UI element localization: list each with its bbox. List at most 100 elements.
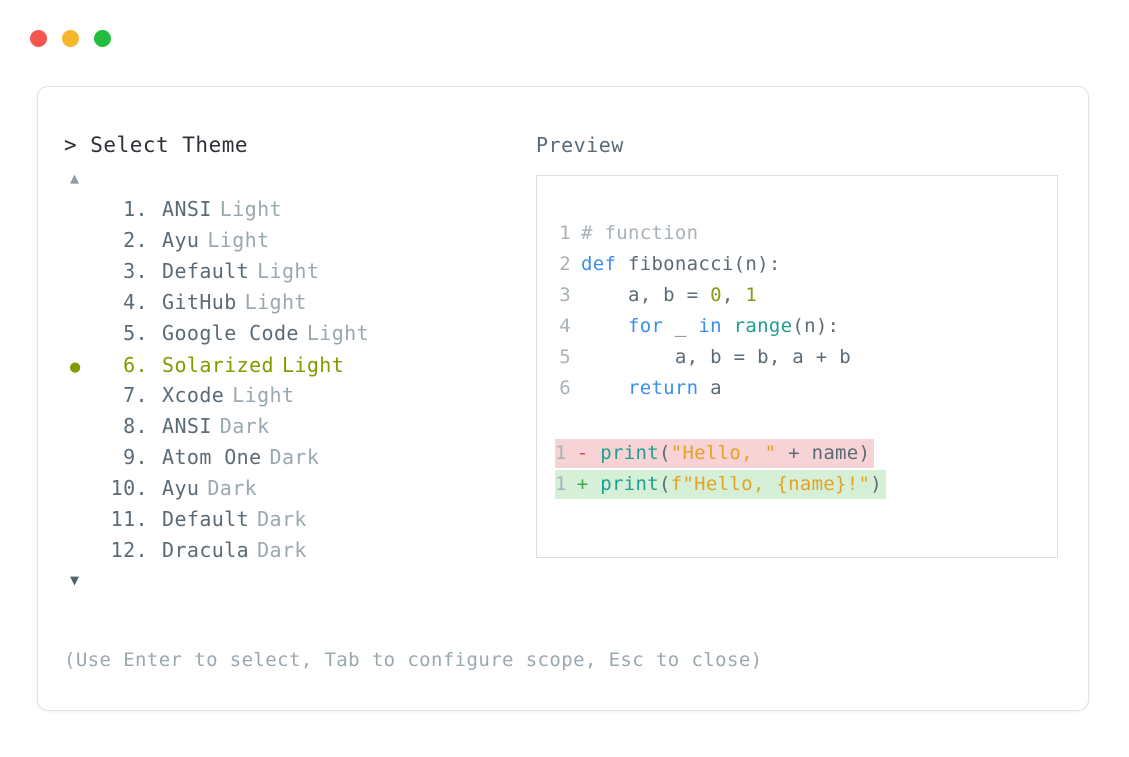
list-item-number: 6. <box>123 353 148 377</box>
code-line: 4 for _ in range(n): <box>537 315 1057 346</box>
list-item-variant: Light <box>281 353 345 377</box>
list-item-variant: Light <box>244 290 307 314</box>
token-expr: a <box>698 377 722 399</box>
line-number: 1 <box>559 222 571 244</box>
token-punct: ) <box>858 442 871 464</box>
diff-row-background: 1+ print(f"Hello, {name}!") <box>555 470 887 499</box>
list-item-label: GitHub <box>162 290 237 314</box>
token-indent <box>581 346 675 368</box>
token-string: f"Hello, {name}!" <box>670 473 871 495</box>
token-punct: ) <box>870 473 883 495</box>
list-item-label: Default <box>162 507 250 531</box>
list-item-label: Default <box>162 259 250 283</box>
token-keyword: for <box>627 315 664 337</box>
token-space <box>722 315 734 337</box>
list-item-variant: Light <box>207 228 270 252</box>
token-indent <box>581 377 628 399</box>
list-item-label: Solarized <box>162 353 274 377</box>
scroll-up-icon[interactable]: ▲ <box>70 169 80 187</box>
code-line: 3 a, b = 0, 1 <box>537 284 1057 315</box>
token-keyword: def <box>581 253 617 275</box>
token-punct: (n): <box>733 253 781 275</box>
diff-line-added: 1+ print(f"Hello, {name}!") <box>537 470 1057 501</box>
token-comment: # function <box>581 222 699 244</box>
code-content: # function <box>581 222 698 244</box>
token-expr: a, b = <box>627 284 711 306</box>
token-space <box>589 473 601 495</box>
theme-picker-panel: > Select Theme ▲ 1. ANSI Light 2. Ayu Li… <box>64 133 534 593</box>
list-item[interactable]: 7. Xcode Light <box>64 383 534 414</box>
diff-block: 1- print("Hello, " + name) 1+ print(f"He… <box>537 439 1057 501</box>
token-indent <box>581 315 628 337</box>
token-var: _ <box>663 315 699 337</box>
list-item[interactable]: 12. Dracula Dark <box>64 538 534 569</box>
list-item-label: ANSI <box>162 414 212 438</box>
list-item-number: 3. <box>123 259 148 283</box>
token-number: 0 <box>710 284 722 306</box>
code-content: def fibonacci(n): <box>581 253 781 275</box>
line-number: 1 <box>555 442 567 464</box>
scroll-down-icon[interactable]: ▼ <box>70 571 80 589</box>
code-content: for _ in range(n): <box>581 315 839 337</box>
list-item-label: Ayu <box>162 228 200 252</box>
list-item-label: Xcode <box>162 383 225 407</box>
code-line: 1 # function <box>537 222 1057 253</box>
list-item-number: 9. <box>123 445 148 469</box>
token-punct: , <box>721 284 746 306</box>
token-number: 1 <box>745 284 758 306</box>
list-item-number: 1. <box>123 197 148 221</box>
list-item-variant: Dark <box>257 507 307 531</box>
diff-marker-minus: - <box>576 442 589 464</box>
list-item[interactable]: 3. Default Light <box>64 259 534 290</box>
list-item-label: Google Code <box>162 321 299 345</box>
list-item-variant: Light <box>232 383 295 407</box>
list-item-variant: Light <box>306 321 370 345</box>
list-item-variant: Dark <box>269 445 320 469</box>
line-number: 3 <box>559 284 571 306</box>
list-item[interactable]: 1. ANSI Light <box>64 197 534 228</box>
close-window-button[interactable] <box>30 30 47 47</box>
list-item-variant: Dark <box>207 476 258 500</box>
diff-line-removed: 1- print("Hello, " + name) <box>537 439 1057 470</box>
list-item-number: 12. <box>110 538 148 562</box>
list-item[interactable]: 4. GitHub Light <box>64 290 534 321</box>
list-item-number: 8. <box>123 414 148 438</box>
code-line: 2 def fibonacci(n): <box>537 253 1057 284</box>
token-builtin: print <box>600 473 659 495</box>
preview-panel: Preview 1 # function 2 def fibonacci(n):… <box>536 133 1064 558</box>
line-number: 2 <box>559 253 571 275</box>
token-expr: a, b = b, a + b <box>674 346 852 368</box>
code-line: 5 a, b = b, a + b <box>537 346 1057 377</box>
list-item-variant: Dark <box>219 414 270 438</box>
token-expr: + name <box>776 442 859 464</box>
list-item-label: ANSI <box>162 197 212 221</box>
preview-label: Preview <box>536 133 624 157</box>
list-item[interactable]: 5. Google Code Light <box>64 321 534 352</box>
maximize-window-button[interactable] <box>94 30 111 47</box>
list-item-variant: Light <box>219 197 282 221</box>
token-keyword: return <box>627 377 699 399</box>
code-content: a, b = 0, 1 <box>581 284 757 306</box>
theme-list: 1. ANSI Light 2. Ayu Light 3. Default Li… <box>64 197 534 569</box>
list-item[interactable]: 11. Default Dark <box>64 507 534 538</box>
line-number: 5 <box>559 346 571 368</box>
list-item[interactable]: 2. Ayu Light <box>64 228 534 259</box>
token-punct: ( <box>658 442 671 464</box>
token-punct: (n): <box>792 315 840 337</box>
list-item-selected[interactable]: ● 6. Solarized Light <box>64 352 534 383</box>
page-title: > Select Theme <box>64 133 249 157</box>
list-item[interactable]: 9. Atom One Dark <box>64 445 534 476</box>
list-item-number: 4. <box>123 290 148 314</box>
line-number: 4 <box>559 315 571 337</box>
token-string: "Hello, " <box>670 442 777 464</box>
token-indent <box>581 284 628 306</box>
list-item-number: 11. <box>110 507 148 531</box>
list-item-label: Ayu <box>162 476 200 500</box>
list-item[interactable]: 8. ANSI Dark <box>64 414 534 445</box>
code-content: return a <box>581 377 722 399</box>
token-keyword: in <box>698 315 722 337</box>
list-item[interactable]: 10. Ayu Dark <box>64 476 534 507</box>
token-function-name: fibonacci <box>627 253 734 275</box>
line-number: 1 <box>555 473 567 495</box>
minimize-window-button[interactable] <box>62 30 79 47</box>
